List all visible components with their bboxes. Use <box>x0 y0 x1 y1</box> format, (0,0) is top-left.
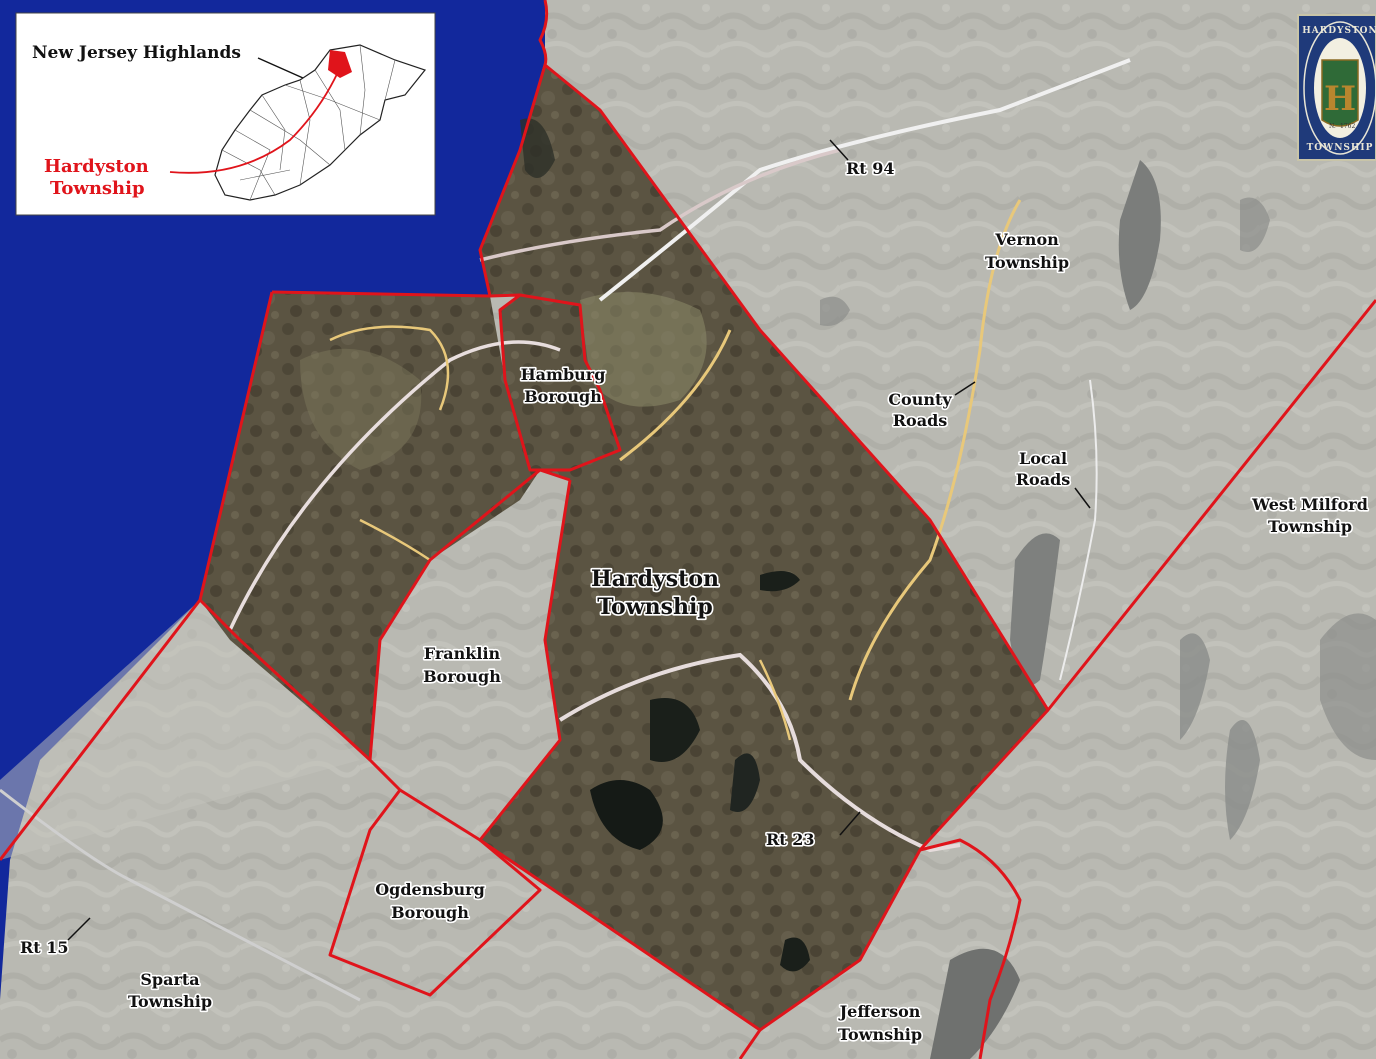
label-local-roads-line1: Local <box>1019 449 1067 468</box>
boundary-vernon-south <box>918 708 1050 852</box>
boundary-jefferson <box>759 838 1022 1059</box>
label-hardyston-line2: Township <box>597 594 713 620</box>
label-franklin-line2: Borough <box>423 667 501 686</box>
inset-hardyston-line1: Hardyston <box>44 156 149 177</box>
label-rt15: Rt 15 <box>20 938 69 957</box>
label-county-roads-line1: County <box>888 390 952 409</box>
lake <box>730 753 760 812</box>
label-franklin-line1: Franklin <box>424 644 501 663</box>
lake <box>1118 160 1161 310</box>
label-ogdensburg-line2: Borough <box>391 903 469 922</box>
map-labels: Hardyston Township Hamburg Borough Frank… <box>18 157 1369 1045</box>
hardyston-inset-highlight <box>328 50 352 78</box>
boundary-hardyston-south <box>399 788 762 1059</box>
seal-n: N. <box>1329 123 1336 130</box>
label-county-roads-line2: Roads <box>893 411 948 430</box>
label-vernon-line1: Vernon <box>994 230 1059 249</box>
local-road <box>1059 379 1098 681</box>
seal-letter: H <box>1324 79 1356 119</box>
inset-hardyston-line2: Township <box>50 178 145 199</box>
inset-pointer <box>169 71 339 174</box>
lake <box>590 780 663 850</box>
label-vernon-line2: Township <box>985 253 1069 272</box>
lake <box>1010 533 1060 685</box>
label-local-roads-line2: Roads <box>1016 470 1071 489</box>
boundary-hardyston-east <box>544 63 1376 712</box>
township-seal: H HARDYSTON TOWNSHIP N. 1762 <box>1297 14 1376 161</box>
label-rt23: Rt 23 <box>766 830 815 849</box>
label-jefferson-line2: Township <box>838 1025 922 1044</box>
label-west-milford-line1: West Milford <box>1251 495 1368 514</box>
leader-lines <box>67 139 1091 941</box>
county-road <box>848 199 1022 701</box>
label-hamburg-line1: Hamburg <box>521 365 606 384</box>
label-hamburg-line2: Borough <box>524 387 602 406</box>
boundary-franklin-west <box>368 468 541 761</box>
label-west-milford-line2: Township <box>1268 517 1352 536</box>
seal-year: 1762 <box>1340 123 1355 130</box>
label-sparta-line1: Sparta <box>140 970 199 989</box>
label-rt94: Rt 94 <box>846 159 895 178</box>
county-road <box>619 329 732 462</box>
label-sparta-line2: Township <box>128 992 212 1011</box>
lake <box>650 698 700 762</box>
roads <box>0 58 1131 1002</box>
boundary-sparta <box>198 598 402 792</box>
inset-locator-map: New Jersey Highlands Hardyston Township <box>15 12 436 216</box>
boundary-ogdensburg <box>328 789 542 997</box>
seal-top-text: HARDYSTON <box>1302 26 1376 36</box>
label-jefferson-line1: Jefferson <box>838 1002 921 1021</box>
label-hardyston-line1: Hardyston <box>591 566 719 592</box>
label-ogdensburg-line1: Ogdensburg <box>375 880 485 899</box>
seal-bottom-text: TOWNSHIP <box>1307 143 1374 153</box>
inset-title: New Jersey Highlands <box>32 43 241 63</box>
boundary-franklin-east <box>478 479 572 841</box>
boundary-hamburg <box>519 293 622 472</box>
